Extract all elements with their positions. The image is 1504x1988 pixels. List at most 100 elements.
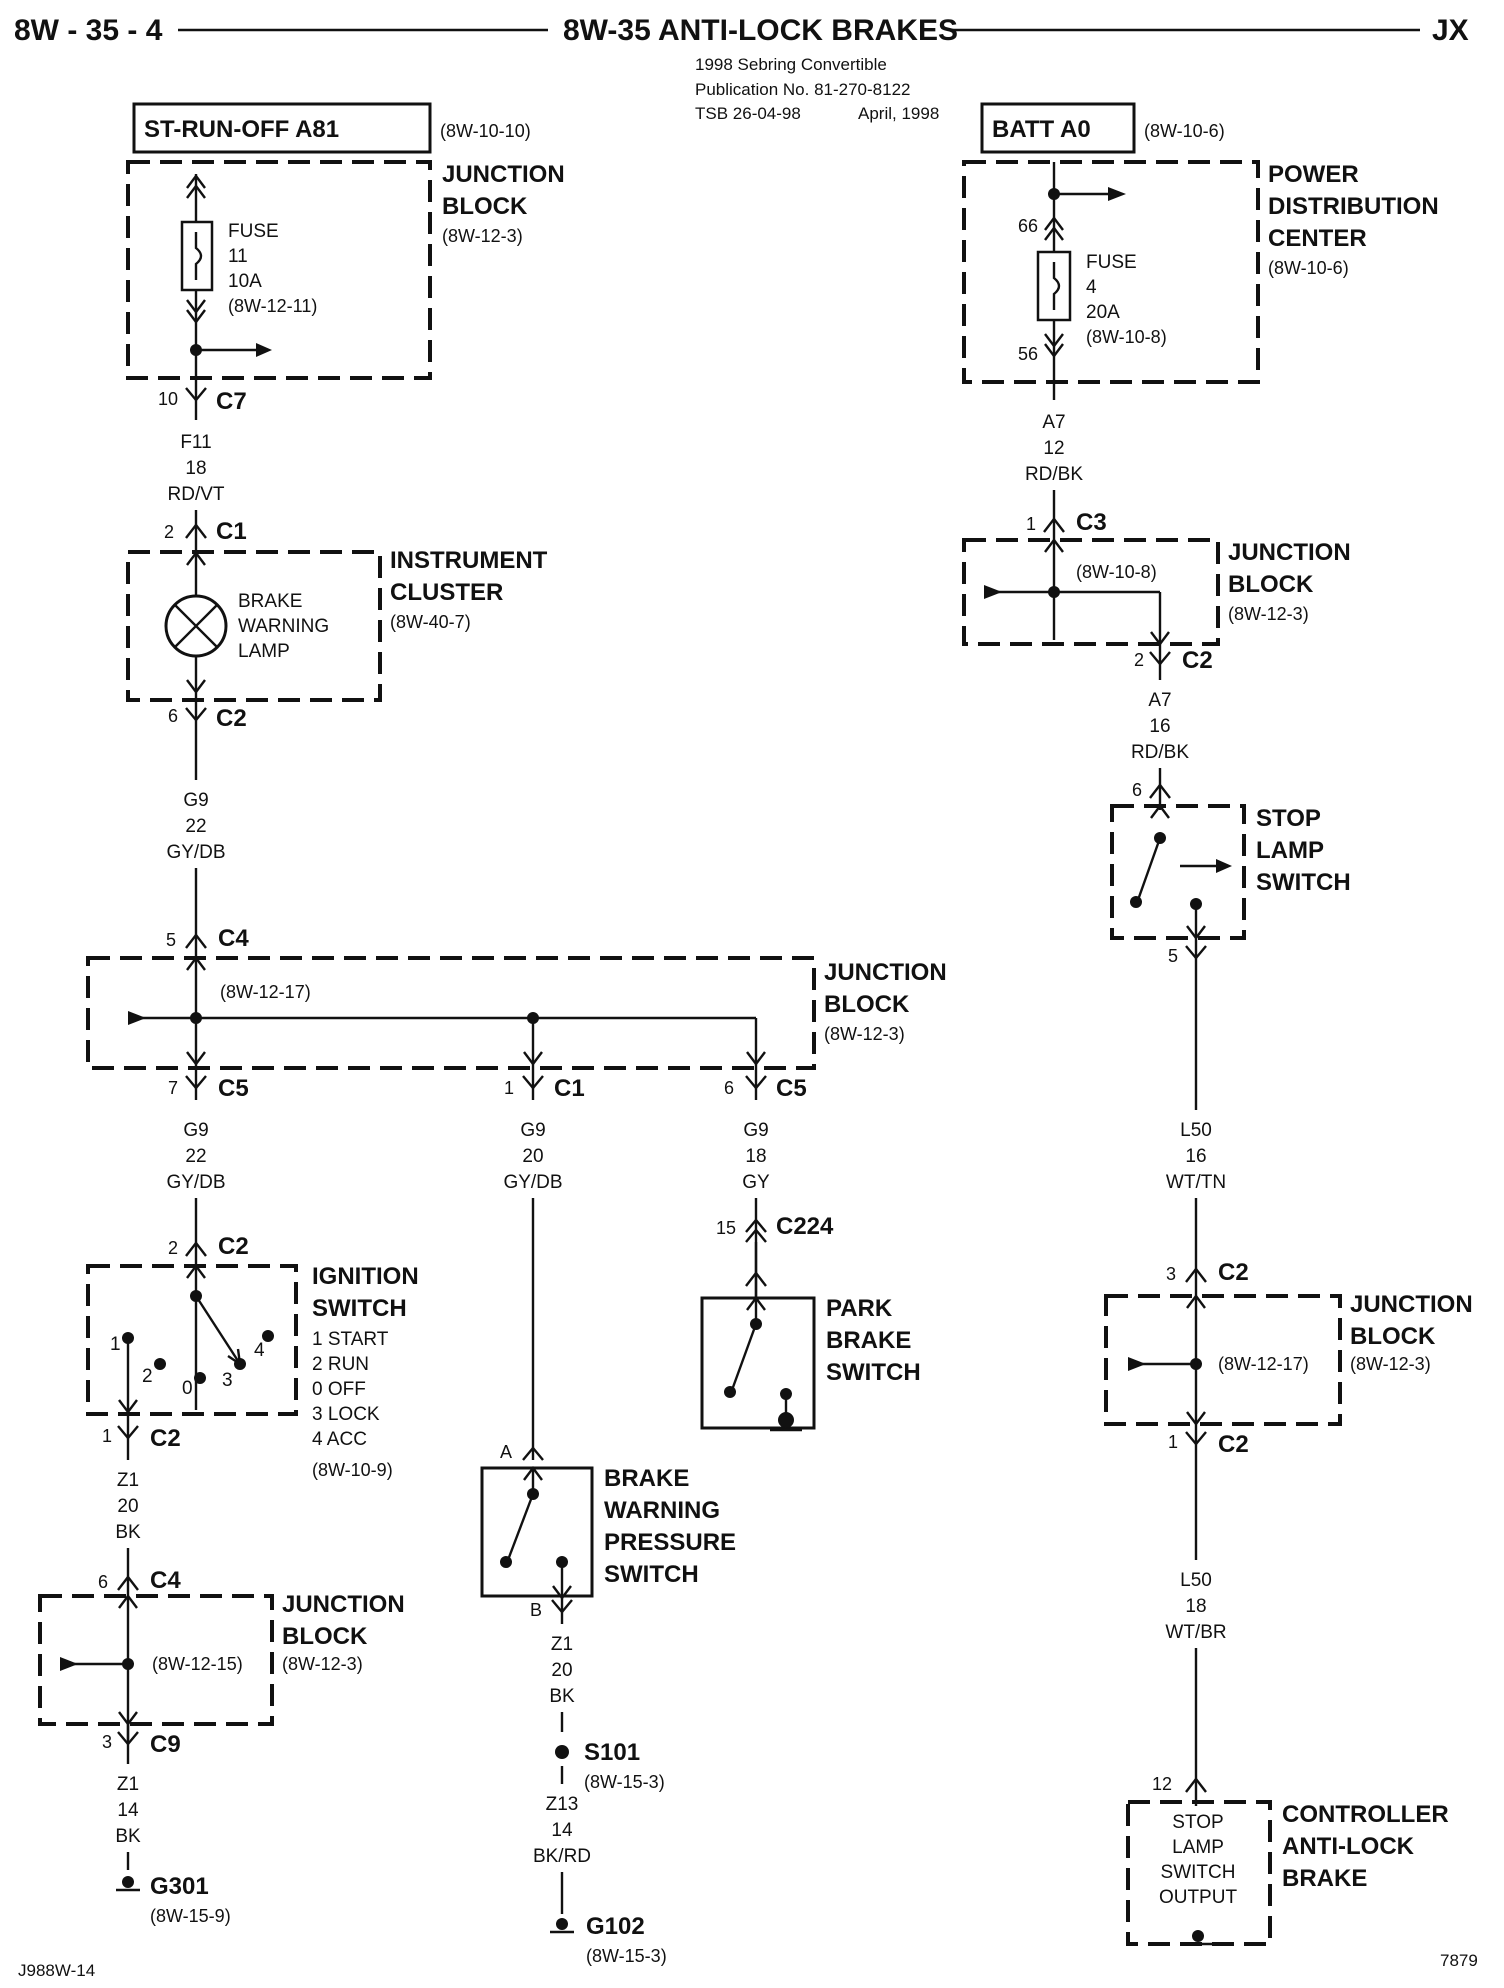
ignition-switch <box>86 1264 298 1416</box>
source-box-a81 <box>132 102 432 154</box>
wire-g9-a-2: 22 <box>185 816 206 837</box>
park-brake-switch <box>700 1296 816 1430</box>
bwps-b-pin: B <box>530 1600 542 1620</box>
c224-pin: 15 <box>716 1218 736 1238</box>
cab-title-1: CONTROLLER <box>1282 1801 1449 1828</box>
jb2-c1-name: C1 <box>554 1075 585 1102</box>
fuse-4-label-3: 20A <box>1086 302 1120 323</box>
cab-ground-icon <box>1192 1930 1204 1942</box>
ign-contact-1: 1 <box>110 1334 121 1355</box>
jbr1-splice-ref: (8W-10-8) <box>1076 562 1157 582</box>
jb3-title-1: JUNCTION <box>282 1591 405 1618</box>
bwps-a-pin: A <box>500 1442 512 1462</box>
wire-f11-3: RD/VT <box>168 484 225 505</box>
jb1-lower-connector <box>186 299 206 324</box>
jbr2-c2-top-pin: 3 <box>1166 1264 1176 1284</box>
cab-connector <box>1185 1777 1207 1793</box>
ign-pos-4: 3 LOCK <box>312 1404 380 1425</box>
wire-z1-b-1: Z1 <box>117 1774 139 1795</box>
fuse-4-label-2: 4 <box>1086 277 1097 298</box>
jbr1-ref: (8W-12-3) <box>1228 604 1309 624</box>
source-box-a0-label: BATT A0 <box>992 116 1091 143</box>
wire-g9-c-2: 20 <box>522 1146 543 1167</box>
jbr2-title-1: JUNCTION <box>1350 1291 1473 1318</box>
jbr2-c2-top-name: C2 <box>1218 1259 1249 1286</box>
ign-contact-2: 2 <box>142 1366 153 1387</box>
jb3-title-2: BLOCK <box>282 1623 368 1650</box>
ic-c1-connector <box>185 523 207 539</box>
sls-title-1: STOP <box>1256 805 1321 832</box>
cab-pin: 12 <box>1152 1774 1172 1794</box>
junction-block-3 <box>38 1594 274 1726</box>
ic-title-2: CLUSTER <box>390 579 503 606</box>
wire-a7-a-1: A7 <box>1042 412 1065 433</box>
fuse-11-element <box>194 232 203 280</box>
bwps-a-connector <box>522 1446 544 1461</box>
park-title-2: BRAKE <box>826 1327 911 1354</box>
jbr1-title-1: JUNCTION <box>1228 539 1351 566</box>
jb2-c5a-pin: 7 <box>168 1078 178 1098</box>
brake-warning-pressure-switch <box>480 1466 594 1598</box>
jbr1-c3-connector <box>1043 517 1065 533</box>
jb3-c9-name: C9 <box>150 1731 181 1758</box>
jb3-c9-pin: 3 <box>102 1732 112 1752</box>
jb3-ref: (8W-12-3) <box>282 1654 363 1674</box>
ign-ref: (8W-10-9) <box>312 1460 393 1480</box>
cab-title-3: BRAKE <box>1282 1865 1367 1892</box>
wire-l50-a-3: WT/TN <box>1166 1172 1226 1193</box>
c7-name: C7 <box>216 388 247 415</box>
wire-g9-d-2: 18 <box>745 1146 766 1167</box>
wire-g9-a-3: GY/DB <box>166 842 225 863</box>
sls-arrow-icon <box>1216 859 1232 873</box>
lamp-label-1: BRAKE <box>238 591 302 612</box>
ign-contact-0: 0 <box>182 1378 193 1399</box>
wire-z1-a-3: BK <box>115 1522 141 1543</box>
jb2-c1-pin: 1 <box>504 1078 514 1098</box>
pdc-title-1: POWER <box>1268 161 1359 188</box>
jbr1-c2-name: C2 <box>1182 647 1213 674</box>
cab-inner-3: SWITCH <box>1161 1862 1236 1883</box>
pdc-title-2: DISTRIBUTION <box>1268 193 1439 220</box>
wire-z13-3: BK/RD <box>533 1846 591 1867</box>
ic-ref: (8W-40-7) <box>390 612 471 632</box>
pub-line-3: TSB 26-04-98 <box>695 104 801 123</box>
jb1-ref: (8W-12-3) <box>442 226 523 246</box>
ic-title-1: INSTRUMENT <box>390 547 548 574</box>
source-box-a0 <box>980 102 1136 154</box>
jb2-splice-ref: (8W-12-17) <box>220 982 311 1002</box>
g102-ref: (8W-15-3) <box>586 1946 667 1966</box>
park-ground-icon <box>778 1412 794 1428</box>
bwps-blade <box>506 1493 535 1561</box>
wire-g9-d-1: G9 <box>743 1120 768 1141</box>
wire-z1-b-2: 14 <box>117 1800 139 1821</box>
jbr2-c2-top-connector <box>1185 1267 1207 1283</box>
wire-g9-b-2: 22 <box>185 1146 206 1167</box>
wire-f11-1: F11 <box>180 432 211 453</box>
cab-title-2: ANTI-LOCK <box>1282 1833 1415 1860</box>
c224-name: C224 <box>776 1213 834 1240</box>
s101-ref: (8W-15-3) <box>584 1772 665 1792</box>
ign-pos-3: 0 OFF <box>312 1379 366 1400</box>
lamp-label-2: WARNING <box>238 616 329 637</box>
pdc-title-3: CENTER <box>1268 225 1367 252</box>
jbr2-arrow-icon <box>1128 1357 1146 1371</box>
fuse-4-label-4: (8W-10-8) <box>1086 327 1167 347</box>
ic-c1-pin: 2 <box>164 522 174 542</box>
ic-c1-name: C1 <box>216 518 247 545</box>
jb2-arrow-icon <box>128 1011 146 1025</box>
wire-a7-a-2: 12 <box>1043 438 1064 459</box>
park-title-1: PARK <box>826 1295 893 1322</box>
jb2-title-1: JUNCTION <box>824 959 947 986</box>
wire-g9-c-3: GY/DB <box>503 1172 562 1193</box>
g301-ref: (8W-15-9) <box>150 1906 231 1926</box>
junction-block-r2 <box>1104 1294 1342 1426</box>
junction-block-2 <box>86 956 816 1070</box>
sls-blade <box>1136 837 1162 901</box>
sls-top-connector <box>1149 783 1171 799</box>
wire-l50-b-2: 18 <box>1185 1596 1206 1617</box>
ign-pos-5: 4 ACC <box>312 1429 367 1450</box>
ign-title-1: IGNITION <box>312 1263 419 1290</box>
jbr2-title-2: BLOCK <box>1350 1323 1436 1350</box>
c7-pin: 10 <box>158 389 178 409</box>
wire-z13-1: Z13 <box>546 1794 579 1815</box>
